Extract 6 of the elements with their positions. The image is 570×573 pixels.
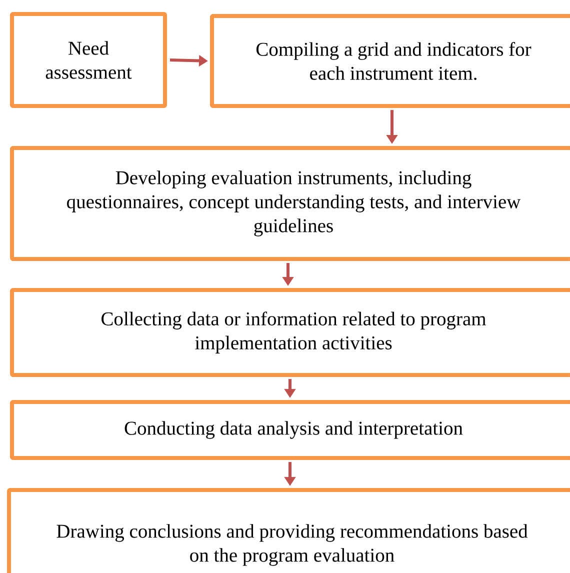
process-box: Drawing conclusions and providing recommendations based on the program evaluation: [7, 488, 570, 573]
process-box: Developing evaluation instruments, including questionnaires, concept understanding tests, and interview guidelines: [10, 146, 570, 261]
process-box: Collecting data or information related to program implementation activities: [10, 288, 570, 377]
process-box: Compiling a grid and indicators for each instrument item.: [210, 14, 570, 108]
process-box: Conducting data analysis and interpretation: [10, 400, 570, 460]
process-box: Need assessment: [10, 12, 167, 108]
